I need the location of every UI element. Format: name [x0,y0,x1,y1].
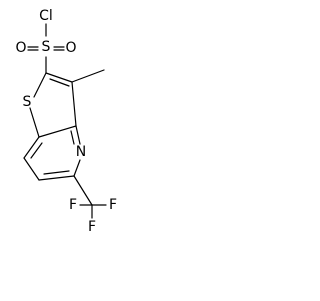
atom-o-left: O [15,40,26,56]
bond-c2-c3 [45,72,73,83]
bond-c2-ring-s [33,72,47,98]
atom-cl: Cl [39,8,53,24]
bond-c7-c7a-inner [30,142,43,159]
bond-c3-c3a [71,81,77,127]
atom-f-left: F [69,197,77,213]
molecule-diagram: Cl S O O S N F F F [15,8,117,235]
bond-c3-methyl [71,69,105,83]
atom-ring-s: S [23,94,32,110]
atom-f-right: F [109,197,117,213]
bond-c5-c6-inner [43,170,70,175]
structure-canvas: Cl S O O S N F F F [0,0,130,296]
atom-sulfonyl-s: S [42,39,51,55]
bond-ring-s-c7a [29,107,40,138]
bond-c5-c6 [38,175,75,181]
atom-o-right: O [65,40,76,56]
bond-c3a-n [75,125,81,145]
atom-f-bottom: F [88,219,96,235]
bond-n-c5 [73,159,81,177]
bond-c3a-c7a [38,125,77,138]
bond-c5-cf3 [73,175,93,206]
bond-c3a-n-inner [70,130,75,145]
bonds [23,23,107,219]
atom-labels: Cl S O O S N F F F [15,8,117,235]
atom-n: N [76,144,86,160]
bond-c7-c7a [23,136,40,159]
bond-c2-c3-inner [49,78,70,87]
bond-c6-c7 [23,157,40,181]
